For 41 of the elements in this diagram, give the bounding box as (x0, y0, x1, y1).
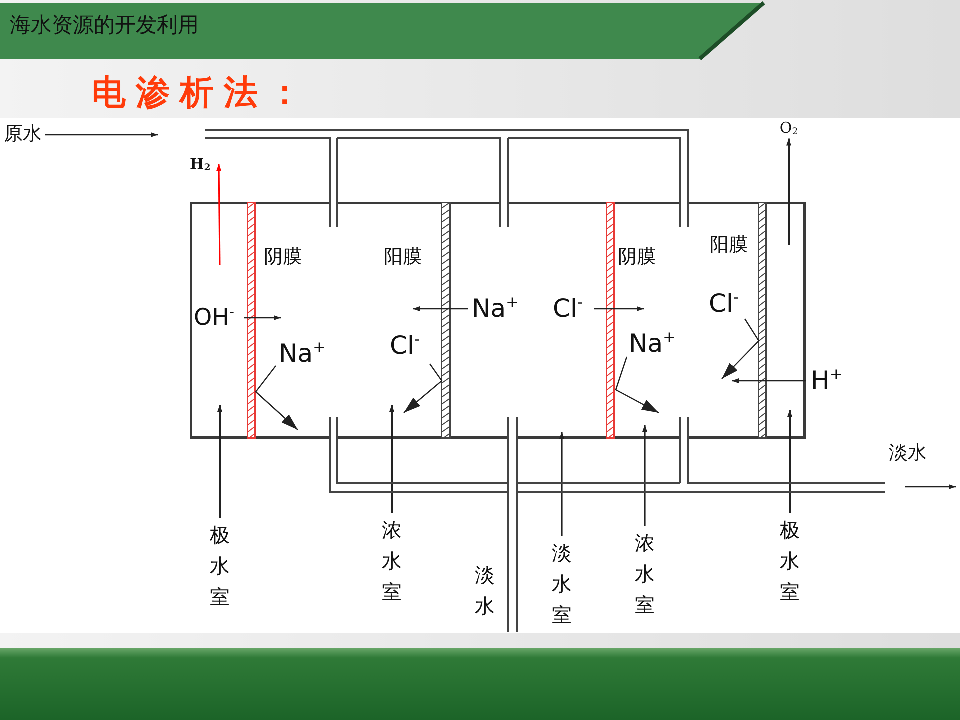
ion-label: Cl$^{-}$ (553, 296, 583, 322)
arrow (786, 138, 792, 245)
pipe (516, 416, 886, 493)
gas-label: H$_{2}$ (190, 157, 211, 173)
ion-label: Na$^{+}$ (472, 296, 520, 322)
ion-label: OH$^{-}$ (194, 306, 235, 330)
arrow (594, 306, 644, 312)
gas-label: O$_{2}$ (780, 121, 798, 137)
compartment (767, 202, 806, 439)
outlet-label: 淡水 (475, 562, 495, 620)
ion-label: Cl$^{-}$ (390, 333, 420, 360)
leader-line (390, 405, 394, 513)
arrow (45, 132, 158, 138)
ion-label: Na$^{+}$ (279, 341, 326, 368)
ion-label: Na$^{+}$ (629, 331, 676, 358)
leader-line (788, 410, 792, 513)
leader-line (560, 432, 564, 536)
pipe (507, 416, 518, 633)
leader-line (218, 405, 222, 518)
compartment (190, 202, 247, 439)
ion-label: H$^{+}$ (811, 368, 843, 394)
compartment (256, 202, 441, 439)
chamber-label: 极水室 (780, 515, 800, 608)
membrane-label: 阴膜 (618, 248, 656, 268)
ion-label: Cl$^{-}$ (709, 291, 739, 318)
section-heading: 电渗析法： (92, 76, 312, 112)
compartment (451, 202, 606, 439)
inlet-label: 原水 (4, 125, 42, 145)
membrane-label: 阴膜 (264, 248, 302, 268)
chamber-label: 浓水室 (382, 515, 402, 608)
slide-title: 海水资源的开发利用 (10, 15, 199, 36)
compartment (615, 202, 758, 439)
membrane-label: 阳膜 (710, 236, 748, 256)
chamber-label: 极水室 (210, 520, 230, 613)
leader-line (642, 425, 648, 526)
membrane-label: 阳膜 (384, 248, 422, 268)
arrow (216, 164, 222, 265)
chamber-label: 浓水室 (635, 528, 655, 621)
arrow (732, 378, 806, 384)
outlet-label: 淡水 (889, 444, 927, 464)
chamber-label: 淡水室 (552, 538, 572, 631)
